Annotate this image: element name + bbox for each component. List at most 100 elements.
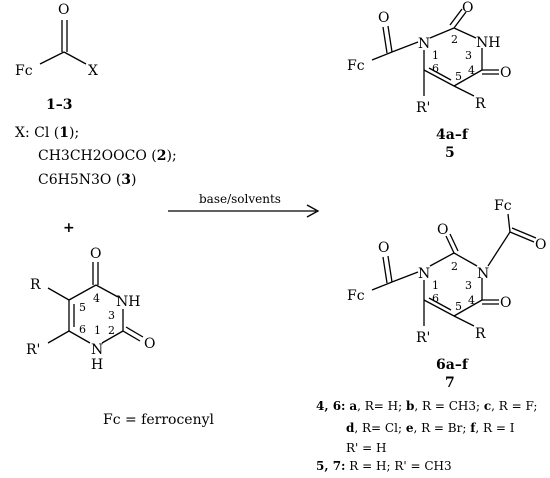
plus-sign: +: [63, 220, 75, 236]
bond-c5-c4: [68, 284, 97, 301]
mono-pos-2: 2: [451, 33, 458, 46]
mono-pos-3: 3: [465, 49, 472, 62]
legend-c-value: , R = F;: [491, 399, 537, 413]
mono-pos-5: 5: [455, 70, 462, 83]
legend-prefix-46: 4, 6:: [316, 399, 345, 413]
mono-n1: N: [418, 36, 430, 52]
x-def-1-num: 1: [59, 125, 69, 141]
legend-line-1: 4, 6: a, R= H; b, R = CH3; c, R = F;: [316, 399, 537, 413]
bond-acyl-fc: [371, 51, 393, 61]
mono-rprime: R': [416, 100, 430, 116]
bond-c5-c6: [423, 299, 455, 317]
bond-n1-c2: [429, 252, 455, 267]
legend-f-value: , R = I: [475, 421, 514, 435]
reaction-arrow: base/solvents: [168, 192, 320, 218]
bond-c2-n3: [453, 27, 477, 39]
legend-e: e: [406, 421, 414, 435]
mono-pos-4: 4: [468, 64, 475, 77]
arrow-label: base/solvents: [199, 192, 281, 206]
bond-c2-n3: [453, 252, 478, 267]
bond-c5-c6: [423, 69, 455, 87]
uracil-r: R: [30, 277, 41, 293]
uracil-n1: N: [91, 342, 103, 358]
legend-a-value: , R= H;: [357, 399, 406, 413]
di-pos-4: 4: [468, 294, 475, 307]
uracil-pos-4: 4: [93, 292, 100, 305]
x-def-line-2: CH3CH2OOCO (2);: [38, 148, 177, 164]
legend-line-4: 5, 7: R = H; R' = CH3: [316, 459, 452, 473]
mono-acyl-o: O: [378, 10, 389, 26]
di-r: R: [475, 326, 486, 342]
legend-line-2: d, R= Cl; e, R = Br; f, R = I: [346, 421, 515, 435]
legend-b: b: [406, 399, 414, 413]
di-pos-6: 6: [432, 292, 439, 305]
mono-o4: O: [500, 65, 511, 81]
mono-pos-6: 6: [432, 62, 439, 75]
di-rprime: R': [416, 330, 430, 346]
di-compound-label-alt: 7: [445, 375, 455, 391]
bond-c4-c5: [453, 299, 483, 317]
bond-acyl-right-o-b: [511, 227, 537, 239]
uracil-pos-1: 1: [94, 324, 101, 337]
bond-c5-c6-double: [428, 67, 452, 81]
bond-c5-r: [453, 315, 475, 327]
uracil-pos-2: 2: [108, 324, 115, 337]
legend-d-value: , R= Cl;: [354, 421, 405, 435]
acyl-reactant: O Fc X 1–3: [15, 2, 98, 113]
product-di: Fc Fc O O O O N N R R' 1 2 3 4 5 6 6a–f …: [347, 198, 546, 391]
legend-d: d: [346, 421, 355, 435]
x-def-2-num: 2: [157, 148, 167, 164]
fc-definition: Fc = ferrocenyl: [103, 412, 215, 428]
legend-line-4-value: R = H; R' = CH3: [345, 459, 451, 473]
acyl-x: X: [88, 63, 98, 79]
bond-c-x: [63, 51, 87, 65]
uracil-h1: H: [91, 357, 103, 373]
substituent-legend: 4, 6: a, R= H; b, R = CH3; c, R = F; d, …: [316, 399, 537, 473]
uracil-pos-6: 6: [79, 323, 86, 336]
bond-c4-c5: [453, 69, 483, 87]
legend-b-value: , R = CH3;: [414, 399, 484, 413]
di-pos-2: 2: [451, 260, 458, 273]
bond-c2-o-b: [449, 8, 463, 26]
uracil-pos-3: 3: [108, 309, 115, 322]
legend-prefix-57: 5, 7:: [316, 459, 345, 473]
mono-pos-1: 1: [432, 49, 439, 62]
mono-compound-label-alt: 5: [445, 145, 455, 161]
x-def-3-text: C6H5N3O: [38, 172, 111, 188]
uracil-pos-5: 5: [79, 301, 86, 314]
bond-c4-n3: [95, 284, 119, 298]
bond-c5-r: [453, 85, 475, 97]
legend-c: c: [484, 399, 491, 413]
bond-c2-o-b: [449, 233, 459, 252]
legend-f: f: [470, 421, 476, 435]
x-def-3-num: 3: [121, 172, 131, 188]
bond-c2-o-a: [445, 235, 455, 254]
legend-a: a: [349, 399, 357, 413]
bond-c6-rprime: [47, 330, 70, 344]
di-acyl-left-o: O: [378, 240, 389, 256]
x-def-1-text: Cl: [34, 125, 50, 141]
di-compound-label: 6a–f: [436, 357, 469, 373]
mono-nh3: NH: [476, 35, 500, 51]
bond-c2-o-a: [122, 330, 141, 342]
bond-acyl-left-fc: [371, 281, 393, 291]
di-pos-3: 3: [465, 279, 472, 292]
uracil-o-top: O: [90, 246, 101, 262]
x-def-line-1: X: Cl (1);: [15, 125, 79, 141]
uracil-reactant: O O NH N H R R' 1 2 3 4 5 6: [26, 246, 155, 373]
di-pos-5: 5: [455, 300, 462, 313]
bond-c2-n1: [101, 330, 124, 344]
bond-c2-o-a: [453, 11, 467, 29]
bond-c5-r: [47, 287, 70, 301]
di-acyl-right-o: O: [535, 237, 546, 253]
di-o2: O: [437, 222, 448, 238]
uracil-o-bottom: O: [144, 336, 155, 352]
bond-n3-acyl: [487, 231, 511, 267]
bond-acyl-right-fc: [507, 213, 511, 233]
bond-n1-acyl: [391, 41, 419, 53]
bond-n1-c6: [68, 330, 91, 344]
x-definitions: X: Cl (1); CH3CH2OOCO (2); C6H5N3O (3): [15, 125, 177, 188]
bond-c2-o-b: [125, 326, 144, 338]
acyl-fc: Fc: [15, 63, 33, 79]
